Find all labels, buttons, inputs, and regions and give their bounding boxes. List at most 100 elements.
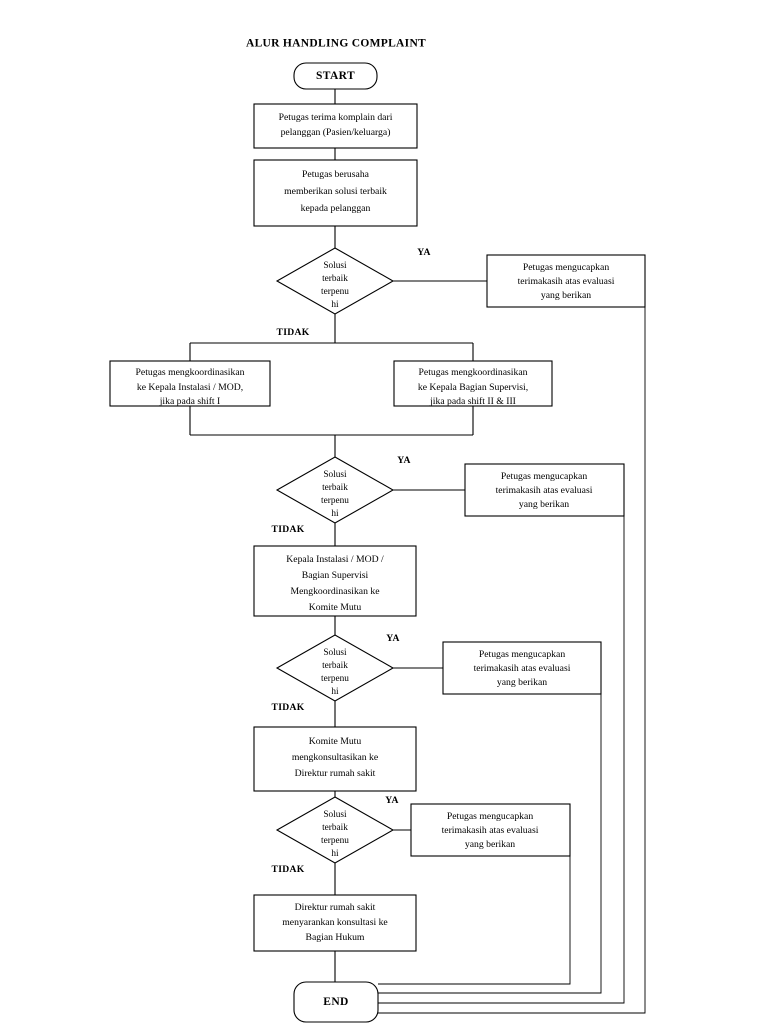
page-title: ALUR HANDLING COMPLAINT — [246, 38, 426, 50]
p4-shape[interactable] — [253, 726, 417, 792]
node-thanks-3[interactable]: Petugas mengucapkan terimakasih atas eva… — [442, 641, 602, 695]
p1-line-1: Petugas terima komplain dari — [279, 112, 393, 123]
thanks4-line-3: yang berikan — [465, 839, 515, 850]
d3-line-4: hi — [331, 687, 339, 697]
p5-line-3: Bagian Hukum — [306, 932, 365, 943]
p5-line-1: Direktur rumah sakit — [295, 902, 376, 913]
branch-label-ya-1: YA — [417, 247, 431, 258]
thanks4-shape[interactable] — [410, 803, 571, 857]
p4-line-1: Komite Mutu — [309, 736, 362, 747]
node-decision-1[interactable]: Solusi terbaik terpenu hi — [275, 247, 395, 315]
return-line-thanks1 — [378, 307, 646, 1014]
node-thanks-4[interactable]: Petugas mengucapkan terimakasih atas eva… — [410, 803, 571, 857]
node-koordinasi-supervisi[interactable]: Petugas mengkoordinasikan ke Kepala Bagi… — [393, 360, 553, 407]
thanks4-line-1: Petugas mengucapkan — [447, 811, 534, 822]
d1-line-2: terbaik — [322, 274, 348, 284]
node-decision-4[interactable]: Solusi terbaik terpenu hi — [275, 796, 395, 864]
d2-line-3: terpenu — [321, 496, 349, 506]
d2-line-1: Solusi — [323, 470, 347, 480]
thanks1-line-2: terimakasih atas evaluasi — [518, 276, 615, 287]
p2-line-2: memberikan solusi terbaik — [284, 186, 387, 197]
p1-line-2: pelanggan (Pasien/keluarga) — [281, 127, 391, 138]
thanks3-line-1: Petugas mengucapkan — [479, 649, 566, 660]
branch-label-tidak-2: TIDAK — [272, 524, 305, 535]
end-label: END — [323, 996, 348, 1008]
branch-label-tidak-4: TIDAK — [272, 864, 305, 875]
d3-shape[interactable] — [275, 634, 395, 702]
d2-line-4: hi — [331, 509, 339, 519]
p3-line-1: Kepala Instalasi / MOD / — [286, 554, 384, 565]
d3-line-2: terbaik — [322, 661, 348, 671]
branch-label-tidak-1: TIDAK — [277, 327, 310, 338]
p5-line-2: menyarankan konsultasi ke — [282, 917, 387, 928]
p2-line-3: kepada pelanggan — [301, 203, 371, 214]
d1-line-4: hi — [331, 300, 339, 310]
d3-line-3: terpenu — [321, 674, 349, 684]
d3-line-1: Solusi — [323, 648, 347, 658]
p5-shape[interactable] — [253, 894, 417, 952]
node-thanks-1[interactable]: Petugas mengucapkan terimakasih atas eva… — [486, 254, 646, 308]
thanks2-shape[interactable] — [464, 463, 625, 517]
c2-line-1: Petugas mengkoordinasikan — [419, 367, 528, 378]
connector-layer — [189, 89, 646, 1014]
p3-line-3: Mengkoordinasikan ke — [290, 586, 379, 597]
c1-line-3: jika pada shift I — [159, 396, 221, 407]
branch-label-ya-3: YA — [386, 633, 400, 644]
node-thanks-2[interactable]: Petugas mengucapkan terimakasih atas eva… — [464, 463, 625, 517]
p3-line-4: Komite Mutu — [309, 602, 362, 613]
branch-label-tidak-3: TIDAK — [272, 702, 305, 713]
d4-line-3: terpenu — [321, 836, 349, 846]
d4-line-4: hi — [331, 849, 339, 859]
d4-line-1: Solusi — [323, 810, 347, 820]
thanks3-line-3: yang berikan — [497, 677, 547, 688]
node-terima-komplain[interactable]: Petugas terima komplain dari pelanggan (… — [253, 103, 418, 149]
d1-line-1: Solusi — [323, 261, 347, 271]
node-koordinasi-instalasi[interactable]: Petugas mengkoordinasikan ke Kepala Inst… — [109, 360, 271, 407]
p3-shape[interactable] — [253, 545, 417, 617]
c1-shape[interactable] — [109, 360, 271, 407]
d4-shape[interactable] — [275, 796, 395, 864]
p4-line-2: mengkonsultasikan ke — [292, 752, 378, 763]
c1-line-1: Petugas mengkoordinasikan — [136, 367, 245, 378]
p3-line-2: Bagian Supervisi — [302, 570, 369, 581]
c2-shape[interactable] — [393, 360, 553, 407]
d2-shape[interactable] — [275, 456, 395, 524]
node-kepala-komite-mutu[interactable]: Kepala Instalasi / MOD / Bagian Supervis… — [253, 545, 417, 617]
p2-shape[interactable] — [253, 159, 418, 227]
node-direktur-hukum[interactable]: Direktur rumah sakit menyarankan konsult… — [253, 894, 417, 952]
d2-line-2: terbaik — [322, 483, 348, 493]
c2-line-3: jika pada shift II & III — [429, 396, 516, 407]
p2-line-1: Petugas berusaha — [302, 169, 370, 180]
c1-line-2: ke Kepala Instalasi / MOD, — [137, 382, 243, 393]
node-komite-direktur[interactable]: Komite Mutu mengkonsultasikan ke Direktu… — [253, 726, 417, 792]
thanks3-shape[interactable] — [442, 641, 602, 695]
thanks2-line-2: terimakasih atas evaluasi — [496, 485, 593, 496]
return-line-thanks2 — [378, 516, 625, 1004]
start-shape[interactable] — [293, 62, 378, 90]
thanks2-line-3: yang berikan — [519, 499, 569, 510]
branch-label-ya-4: YA — [385, 795, 399, 806]
p1-shape[interactable] — [253, 103, 418, 149]
p4-line-3: Direktur rumah sakit — [295, 768, 376, 779]
return-line-thanks3 — [378, 694, 602, 994]
d1-line-3: terpenu — [321, 287, 349, 297]
d1-shape[interactable] — [275, 247, 395, 315]
c2-line-2: ke Kepala Bagian Supervisi, — [418, 382, 528, 393]
node-end[interactable]: END — [293, 981, 379, 1023]
start-label: START — [316, 70, 355, 82]
thanks4-line-2: terimakasih atas evaluasi — [442, 825, 539, 836]
d4-line-2: terbaik — [322, 823, 348, 833]
thanks1-line-1: Petugas mengucapkan — [523, 262, 610, 273]
thanks1-shape[interactable] — [486, 254, 646, 308]
node-decision-3[interactable]: Solusi terbaik terpenu hi — [275, 634, 395, 702]
end-shape[interactable] — [293, 981, 379, 1023]
thanks3-line-2: terimakasih atas evaluasi — [474, 663, 571, 674]
node-decision-2[interactable]: Solusi terbaik terpenu hi — [275, 456, 395, 524]
node-berusaha-solusi[interactable]: Petugas berusaha memberikan solusi terba… — [253, 159, 418, 227]
node-start[interactable]: START — [293, 62, 378, 90]
branch-label-ya-2: YA — [397, 455, 411, 466]
return-line-thanks4 — [378, 856, 571, 985]
thanks2-line-1: Petugas mengucapkan — [501, 471, 588, 482]
